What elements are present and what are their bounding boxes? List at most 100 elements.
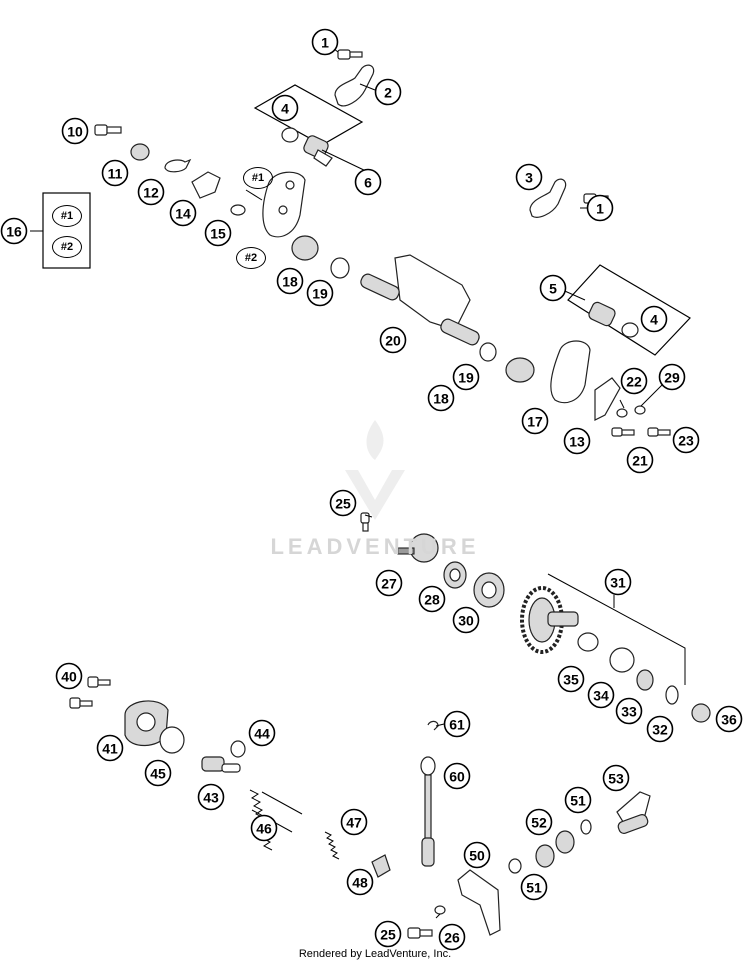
callout-number: 47: [346, 815, 362, 831]
clip-part-48: [371, 854, 391, 878]
callout-25: 25: [329, 489, 357, 517]
callout-52: 52: [525, 808, 553, 836]
spring-part-47: [324, 831, 340, 860]
callout-12: 12: [137, 178, 165, 206]
callout-36: 36: [715, 705, 743, 733]
callout-60: 60: [443, 762, 471, 790]
callout-number: 14: [175, 206, 191, 222]
callout-number: 45: [150, 766, 166, 782]
bearing-part-36: [691, 703, 711, 723]
callout-51: 51: [520, 873, 548, 901]
gear-part-31: [520, 586, 579, 654]
callout-41: 41: [96, 734, 124, 762]
callout-31: 31: [604, 568, 632, 596]
washer-part-29: [634, 405, 646, 415]
callout-32: 32: [646, 715, 674, 743]
group-box-right: [567, 264, 691, 356]
watermark-text: LEADVENTURE: [270, 534, 480, 559]
callout-34: 34: [587, 681, 615, 709]
bolt-part-23: [647, 427, 671, 437]
callout-5: 5: [539, 274, 567, 302]
callout-13: 13: [563, 427, 591, 455]
callout-number: 35: [563, 672, 579, 688]
callout-25: 25: [374, 920, 402, 948]
bolt-part-40-b: [69, 697, 93, 709]
footer-credit: Rendered by LeadVenture, Inc.: [298, 948, 452, 960]
rod-part-60: [420, 756, 436, 867]
callout-number: 43: [203, 790, 219, 806]
callout-number: 23: [678, 433, 694, 449]
washer-part-11: [130, 143, 150, 161]
callout-10: 10: [61, 117, 89, 145]
callout-number: 25: [380, 927, 396, 943]
callout-20: 20: [379, 326, 407, 354]
callout-43: 43: [197, 783, 225, 811]
washer-part-35: [577, 632, 599, 652]
callout-number: 22: [626, 374, 642, 390]
plate-part-14: [191, 171, 221, 199]
lever-part-50: [457, 869, 501, 936]
callout-19: 19: [452, 363, 480, 391]
callout-6: 6: [354, 168, 382, 196]
callout-number: 36: [721, 712, 737, 728]
callout-number: 30: [458, 613, 474, 629]
kit-label-2: #2: [236, 247, 266, 269]
callout-number: 46: [256, 821, 272, 837]
callout-number: 15: [210, 226, 226, 242]
bolt-part: [337, 49, 363, 60]
callout-number: 48: [352, 875, 368, 891]
bushing-part: [291, 235, 319, 261]
callout-29: 29: [658, 363, 686, 391]
callout-18: 18: [427, 384, 455, 412]
callout-1: 1: [586, 194, 614, 222]
washer-part-15: [230, 204, 246, 216]
callout-number: 5: [549, 281, 557, 297]
callout-33: 33: [615, 697, 643, 725]
o-ring-part-44: [230, 740, 246, 758]
callout-44: 44: [248, 719, 276, 747]
lever-part-13: [594, 377, 621, 421]
spring-part-12: [164, 158, 192, 173]
callout-number: 18: [433, 391, 449, 407]
callout-number: 16: [6, 224, 22, 240]
callout-number: 34: [593, 688, 609, 704]
lever-part-53: [616, 791, 651, 834]
callout-number: 21: [632, 453, 648, 469]
bushing-part-right: [505, 357, 535, 383]
callout-number: 51: [526, 880, 542, 896]
callout-4: 4: [271, 94, 299, 122]
callout-number: 28: [424, 592, 440, 608]
callout-30: 30: [452, 606, 480, 634]
callout-number: 12: [143, 185, 159, 201]
callout-1: 1: [311, 28, 339, 56]
callout-number: 60: [449, 769, 465, 785]
callout-number: 50: [469, 848, 485, 864]
callout-number: 11: [108, 166, 123, 182]
callout-number: 27: [381, 576, 397, 592]
callout-23: 23: [672, 426, 700, 454]
callout-16: 16: [0, 217, 28, 245]
callout-number: 52: [531, 815, 547, 831]
callout-18: 18: [276, 267, 304, 295]
o-ring-part: [330, 257, 350, 279]
callout-number: 25: [335, 496, 351, 512]
callout-number: 19: [312, 286, 328, 302]
callout-26: 26: [438, 923, 466, 951]
callout-45: 45: [144, 759, 172, 787]
callout-number: 18: [282, 274, 298, 290]
callout-number: 29: [664, 370, 680, 386]
callout-number: 4: [650, 312, 658, 328]
callout-number: 2: [384, 85, 392, 101]
bolt-part-40-a: [87, 676, 111, 688]
callout-19: 19: [306, 279, 334, 307]
callout-51: 51: [564, 786, 592, 814]
washer-part-22: [616, 408, 628, 418]
callout-number: 6: [364, 175, 372, 191]
callout-14: 14: [169, 199, 197, 227]
bushing-part-52: [535, 844, 555, 868]
lever-part-17: [550, 340, 591, 404]
callout-number: 53: [608, 771, 624, 787]
bolt-part-21: [611, 427, 635, 437]
